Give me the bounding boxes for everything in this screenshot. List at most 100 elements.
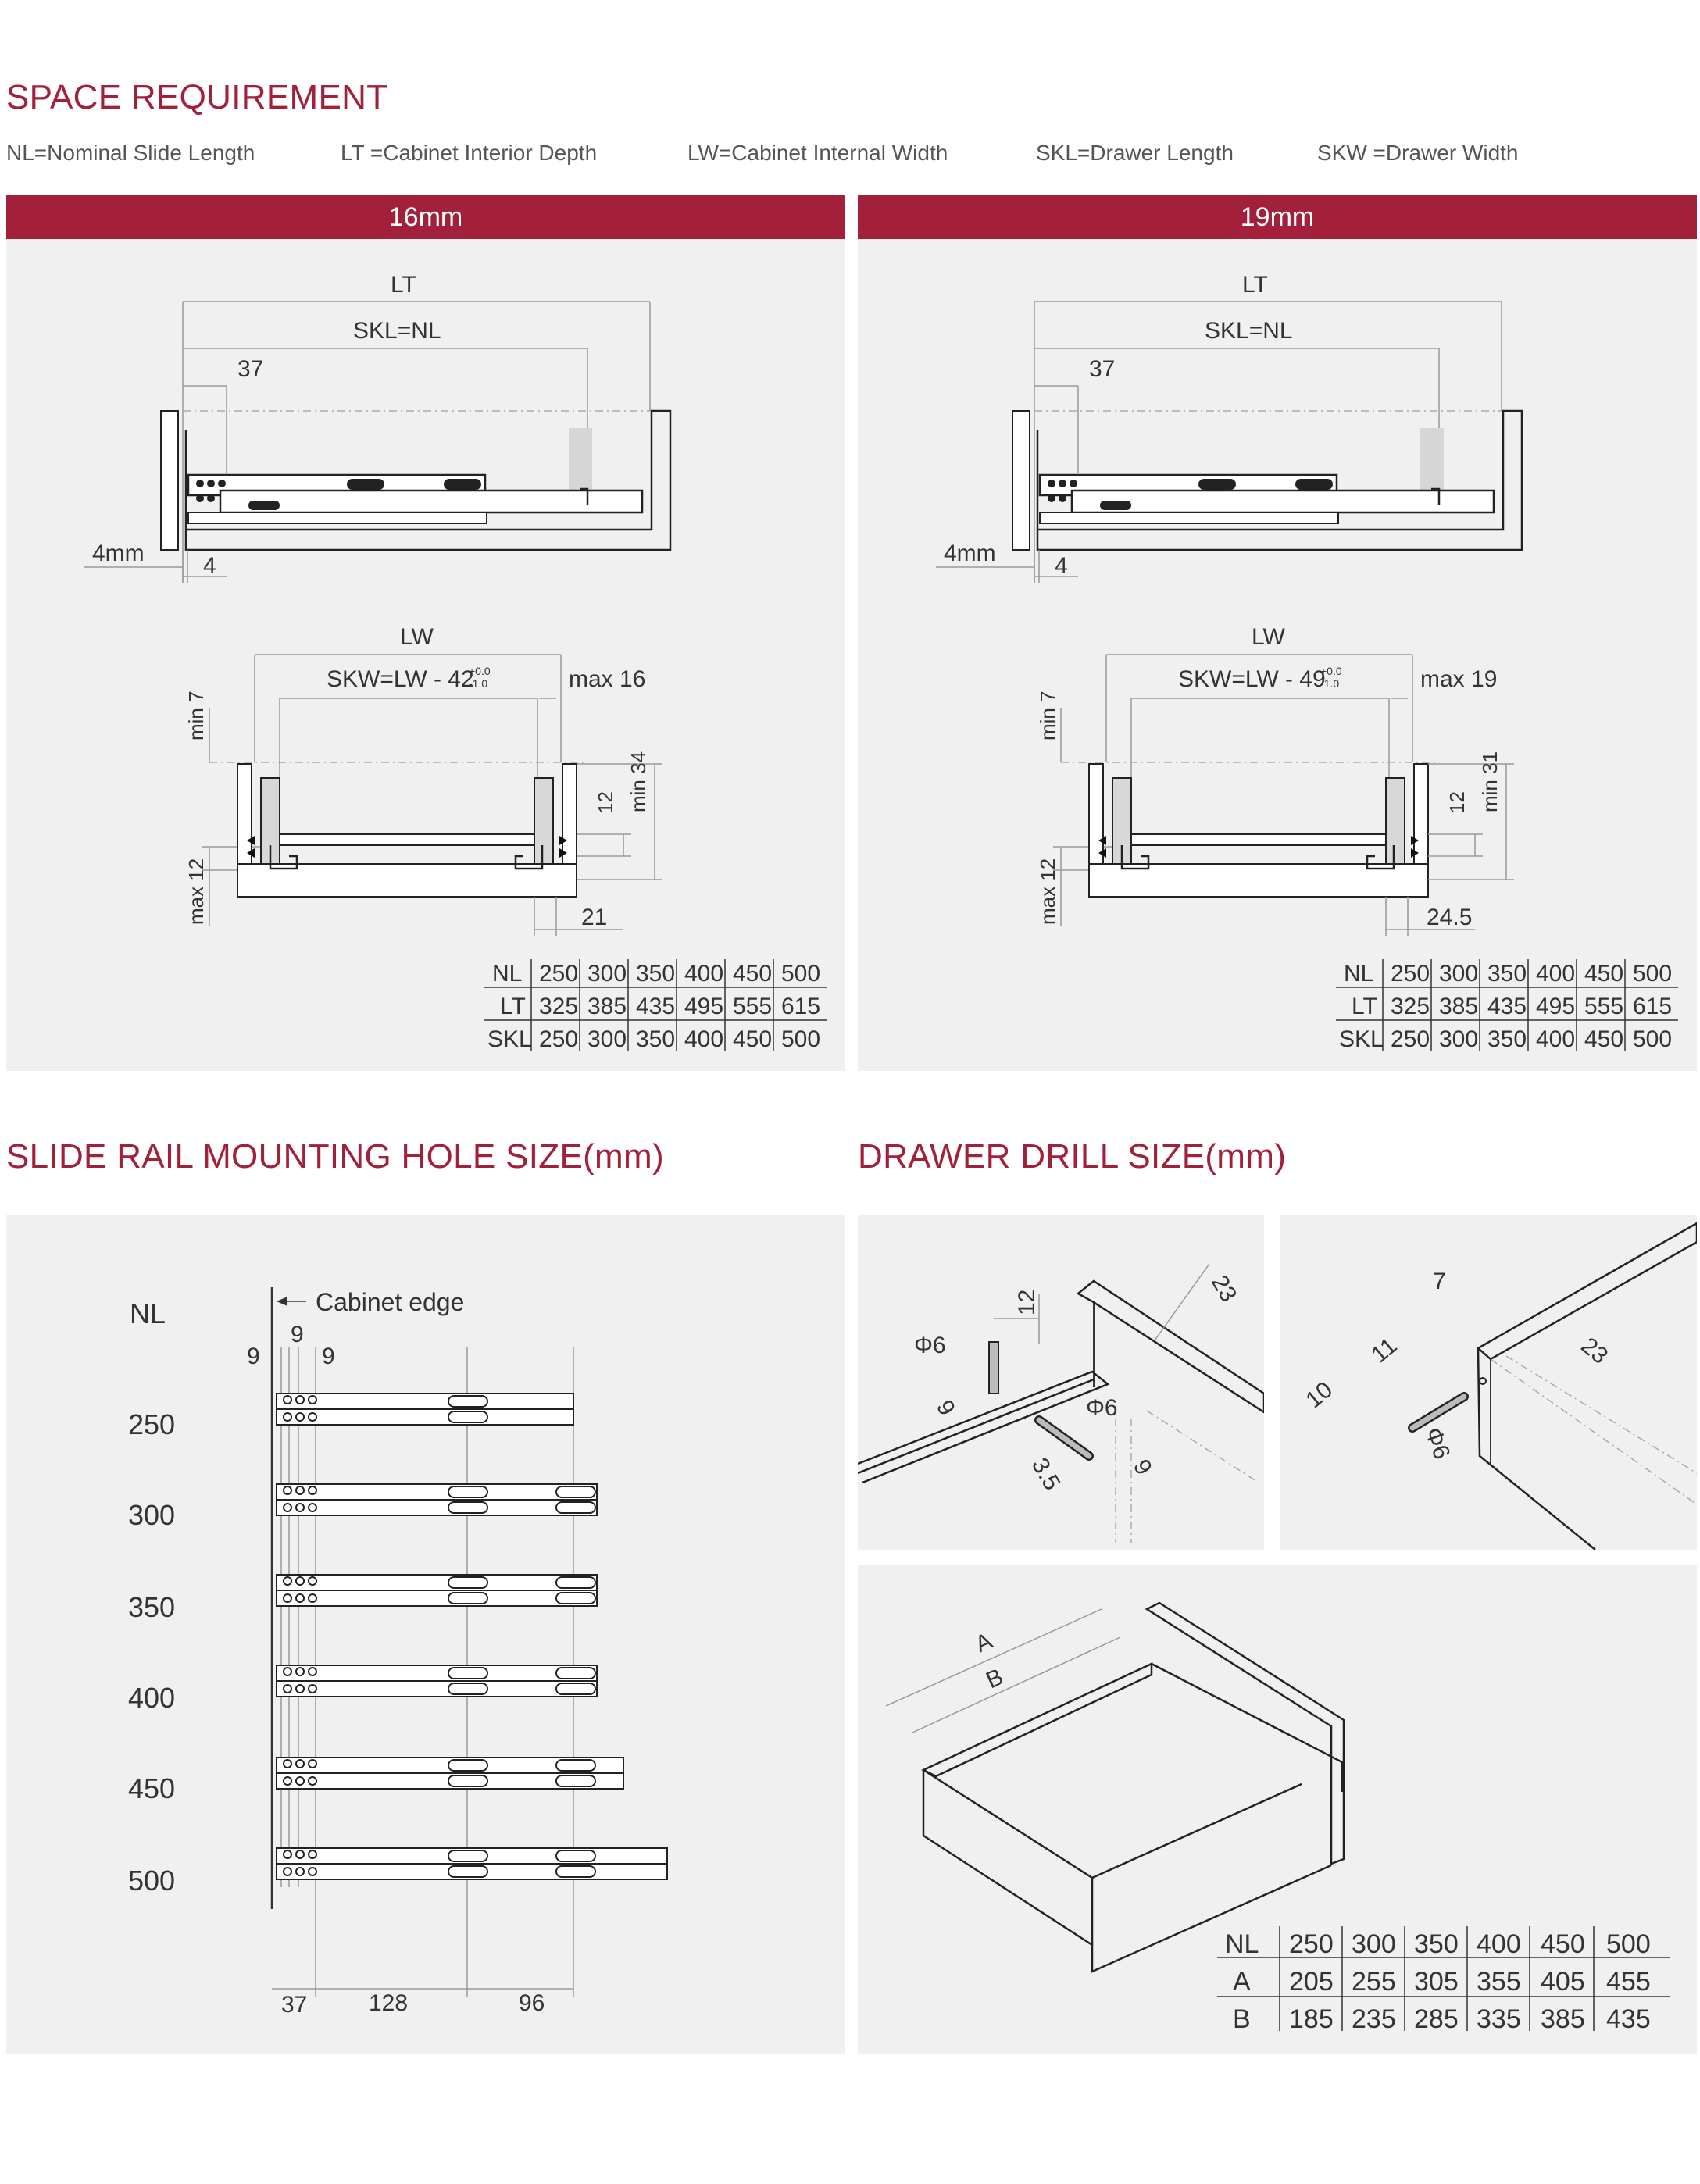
table-cell: 285 — [1414, 2004, 1459, 2034]
mounting-hole — [308, 1593, 317, 1603]
mounting-slot — [448, 1683, 488, 1695]
skw-label: SKW=LW - 49 — [1178, 666, 1326, 692]
mounting-hole — [283, 1776, 292, 1786]
drill-panel-right: 7 11 23 10 Φ6 — [1280, 1215, 1698, 1551]
table-cell: 250 — [539, 1026, 578, 1052]
table-cell: 355 — [1477, 1967, 1521, 1997]
table-cell: SKL — [1339, 1026, 1384, 1052]
table-cell: 385 — [588, 994, 627, 1019]
skl-label: SKL=NL — [353, 318, 441, 344]
drill-d9b: 9 — [1128, 1455, 1157, 1479]
space-panel-16mm: LT SKL=NL 37 4mm 4 LW SKW=LW - 42 +0.0 -… — [6, 239, 845, 1071]
table-cell: B — [1233, 2004, 1251, 2034]
drill-phi6a: Φ6 — [914, 1333, 946, 1358]
table-cell: 555 — [733, 994, 772, 1019]
drill-d35: 3.5 — [1027, 1454, 1065, 1495]
table-cell: 495 — [1536, 994, 1575, 1019]
space-diagram-19mm: LT SKL=NL 37 4mm 4 LW SKW=LW - 49 +0.0 -… — [936, 272, 1678, 1052]
d37-label: 37 — [238, 356, 263, 382]
mounting-slot — [448, 1576, 488, 1589]
table-cell: 235 — [1352, 2004, 1396, 2034]
mounting-slot — [448, 1759, 488, 1772]
mounting-hole — [308, 1576, 317, 1586]
table-cell: 385 — [1439, 994, 1478, 1019]
mounting-hole — [295, 1576, 305, 1586]
bottom-dim-96: 96 — [519, 1990, 545, 2016]
table-cell: 500 — [1633, 961, 1672, 987]
mounting-hole — [295, 1503, 305, 1512]
drill-heading: DRAWER DRILL SIZE(mm) — [858, 1137, 1287, 1176]
legend-nl: NL=Nominal Slide Length — [6, 141, 255, 165]
tol-top: +0.0 — [1320, 665, 1342, 677]
mounting-heading: SLIDE RAIL MOUNTING HOLE SIZE(mm) — [6, 1137, 664, 1176]
mounting-hole — [308, 1867, 317, 1876]
table-cell: 450 — [733, 961, 772, 987]
table-cell: 400 — [684, 961, 723, 987]
drill-panel-left: 23 12 Φ6 Φ6 9 3.5 9 — [857, 1215, 1266, 1550]
d4mm-label: 4mm — [944, 541, 996, 566]
nl-label: NL — [130, 1297, 166, 1329]
mounting-slot — [555, 1486, 596, 1498]
drill-phi6b: Φ6 — [1086, 1395, 1118, 1421]
table-cell: 495 — [684, 994, 723, 1019]
table-cell: 250 — [539, 961, 578, 987]
top-dim-9-mid: 9 — [291, 1322, 304, 1347]
drill-d10: 10 — [1301, 1377, 1338, 1414]
mounting-hole — [283, 1576, 292, 1586]
space-table-19mm: NL 250 300 350 400 450 500 LT 325 385 43… — [1336, 959, 1678, 1052]
mounting-hole — [295, 1412, 305, 1422]
table-cell: 250 — [1391, 961, 1430, 987]
tol-bot: -1.0 — [469, 677, 488, 690]
mounting-diagram: NL Cabinet edge 9 9 9 250 300 350 400 45… — [128, 1287, 668, 2018]
bottom-dim-37: 37 — [281, 1992, 307, 2018]
table-cell: 400 — [1536, 1026, 1575, 1052]
table-cell: 350 — [636, 1026, 675, 1052]
mounting-hole — [283, 1850, 292, 1859]
space-table-16mm: NL 250 300 350 400 450 500 LT 325 385 43… — [484, 959, 827, 1052]
mounting-hole — [295, 1776, 305, 1786]
table-cell: 350 — [1414, 1929, 1459, 1959]
mounting-slot — [555, 1775, 596, 1787]
mounting-hole — [295, 1667, 305, 1676]
table-cell: 205 — [1289, 1967, 1334, 1997]
table-cell: 615 — [781, 994, 820, 1019]
lw-label: LW — [400, 624, 434, 650]
drawer-panel: A B NL 250 300 350 400 450 500 A 205 255… — [858, 1565, 1697, 2054]
skl-label: SKL=NL — [1205, 318, 1293, 344]
panel-title-16mm: 16mm — [6, 195, 845, 239]
table-cell: 435 — [1488, 994, 1527, 1019]
table-cell: 350 — [1488, 961, 1527, 987]
mounting-hole — [308, 1684, 317, 1693]
mounting-slot — [448, 1592, 488, 1604]
mounting-slot — [448, 1667, 488, 1679]
mounting-hole — [308, 1503, 317, 1512]
table-cell: 185 — [1289, 2004, 1334, 2034]
table-cell: 305 — [1414, 1967, 1459, 1997]
nl-450-label: 450 — [128, 1772, 175, 1804]
table-cell: 350 — [1488, 1026, 1527, 1052]
table-cell: 250 — [1289, 1929, 1334, 1959]
table-cell: 385 — [1541, 2004, 1585, 2034]
drill-phi6: Φ6 — [1420, 1424, 1455, 1462]
table-cell: 350 — [636, 961, 675, 987]
mounting-slot — [448, 1411, 488, 1423]
legend-lw: LW=Cabinet Internal Width — [688, 141, 948, 165]
bottom-dim-label: 21 — [581, 905, 607, 930]
table-cell: 500 — [781, 961, 820, 987]
table-cell: 500 — [781, 1026, 820, 1052]
mounting-slot — [448, 1486, 488, 1498]
mounting-slot — [555, 1759, 596, 1772]
table-cell: 300 — [1352, 1929, 1396, 1959]
drill-diagram-left: 23 12 Φ6 Φ6 9 3.5 9 — [857, 1263, 1266, 1543]
table-cell: 300 — [1439, 1026, 1478, 1052]
table-cell: 500 — [1606, 1929, 1651, 1959]
mounting-hole — [283, 1412, 292, 1422]
cabinet-edge-label: Cabinet edge — [316, 1288, 464, 1316]
table-cell: 455 — [1606, 1967, 1651, 1997]
panel-title-19mm: 19mm — [858, 195, 1697, 239]
mounting-slot — [555, 1667, 596, 1679]
d4-label: 4 — [1055, 553, 1068, 579]
table-cell: SKL — [488, 1026, 532, 1052]
lt-label: LT — [391, 272, 416, 298]
table-cell: 450 — [1584, 961, 1623, 987]
